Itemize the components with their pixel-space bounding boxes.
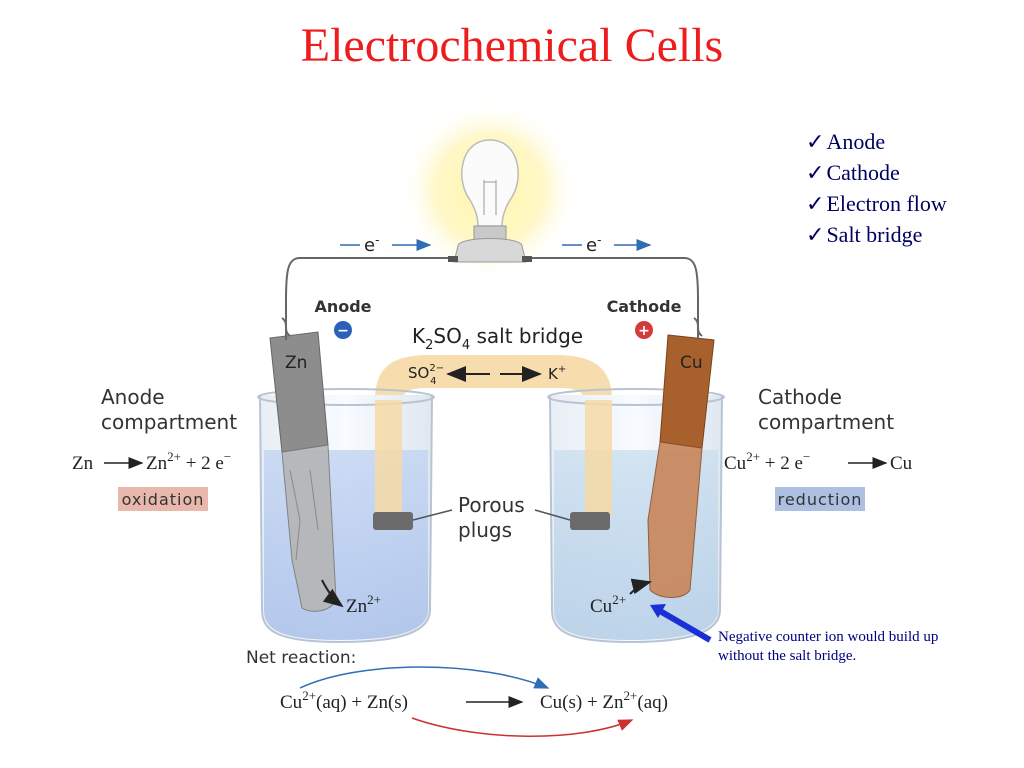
reduction-badge: reduction bbox=[778, 490, 863, 509]
porous-plug-left bbox=[373, 512, 413, 530]
right-wire bbox=[532, 257, 699, 330]
reduction-badge-bg bbox=[775, 487, 865, 511]
minus-sign-icon bbox=[334, 321, 352, 339]
oxidation-badge-bg bbox=[118, 487, 208, 511]
anode-half-reaction-right: Zn2+ + 2 e− bbox=[146, 449, 231, 474]
porous-plug-right bbox=[570, 512, 610, 530]
net-reaction-products: Cu(s) + Zn2+(aq) bbox=[540, 688, 668, 713]
net-reaction-blue-arc bbox=[299, 666, 550, 689]
bridge-anion: SO2−4 bbox=[408, 363, 444, 387]
annotation-arrow-shaft bbox=[658, 608, 712, 643]
svg-text:−: − bbox=[337, 323, 349, 339]
electron-label-right: e- bbox=[586, 233, 601, 256]
left-wire bbox=[285, 257, 448, 330]
net-reaction-reactants: Cu2+(aq) + Zn(s) bbox=[280, 688, 408, 713]
copper-electrode bbox=[647, 334, 715, 598]
annotation-arrow-head bbox=[650, 604, 666, 618]
cathode-half-reaction-left: Cu2+ + 2 e− bbox=[724, 449, 810, 474]
salt-bridge-left-leg bbox=[375, 400, 402, 515]
net-reaction-label: Net reaction: bbox=[246, 648, 356, 668]
anode-half-reaction-left: Zn bbox=[72, 453, 94, 474]
checklist-item-anode: ✓Anode bbox=[806, 129, 886, 154]
cathode-label: Cathode bbox=[607, 297, 682, 316]
annotation-note: Negative counter ion would build up with… bbox=[718, 629, 939, 664]
salt-bridge-label: K2SO4 salt bridge bbox=[412, 324, 583, 353]
checklist-item-salt-bridge: ✓Salt bridge bbox=[806, 222, 923, 247]
page-title: Electrochemical Cells bbox=[300, 19, 724, 72]
zn-ion-label: Zn2+ bbox=[346, 592, 381, 617]
zn-ion-arrow bbox=[321, 579, 344, 608]
porous-plug-pointer-right bbox=[534, 509, 571, 521]
checklist-item-electron-flow: ✓Electron flow bbox=[806, 191, 947, 216]
topic-checklist: ✓Anode ✓Cathode ✓Electron flow ✓Salt bri… bbox=[806, 126, 947, 250]
cu-ion-arrow bbox=[629, 578, 652, 595]
net-reaction-red-arc bbox=[411, 717, 634, 737]
cathode-half-reaction-right: Cu bbox=[890, 453, 913, 474]
checklist-item-cathode: ✓Cathode bbox=[806, 160, 900, 185]
check-icon: ✓ bbox=[806, 222, 825, 247]
anode-wire-clip bbox=[281, 317, 291, 340]
salt-bridge-right-leg bbox=[585, 400, 612, 515]
check-icon: ✓ bbox=[806, 160, 825, 185]
bridge-cation: K+ bbox=[548, 364, 566, 383]
zinc-electrode-label: Zn bbox=[285, 353, 307, 373]
electron-label-left: e- bbox=[364, 233, 379, 256]
oxidation-badge: oxidation bbox=[122, 490, 205, 509]
check-icon: ✓ bbox=[806, 129, 825, 154]
cu-ion-label: Cu2+ bbox=[590, 592, 626, 617]
svg-text:+: + bbox=[638, 323, 650, 339]
anode-label: Anode bbox=[314, 297, 371, 316]
plus-sign-icon bbox=[635, 321, 653, 339]
salt-bridge-tube bbox=[375, 355, 612, 470]
light-bulb-icon bbox=[448, 139, 532, 263]
zinc-electrode bbox=[269, 331, 337, 612]
copper-electrode-label: Cu bbox=[680, 353, 703, 373]
porous-plug-pointer-left bbox=[412, 509, 453, 521]
cathode-wire-clip bbox=[693, 317, 703, 340]
check-icon: ✓ bbox=[806, 191, 825, 216]
